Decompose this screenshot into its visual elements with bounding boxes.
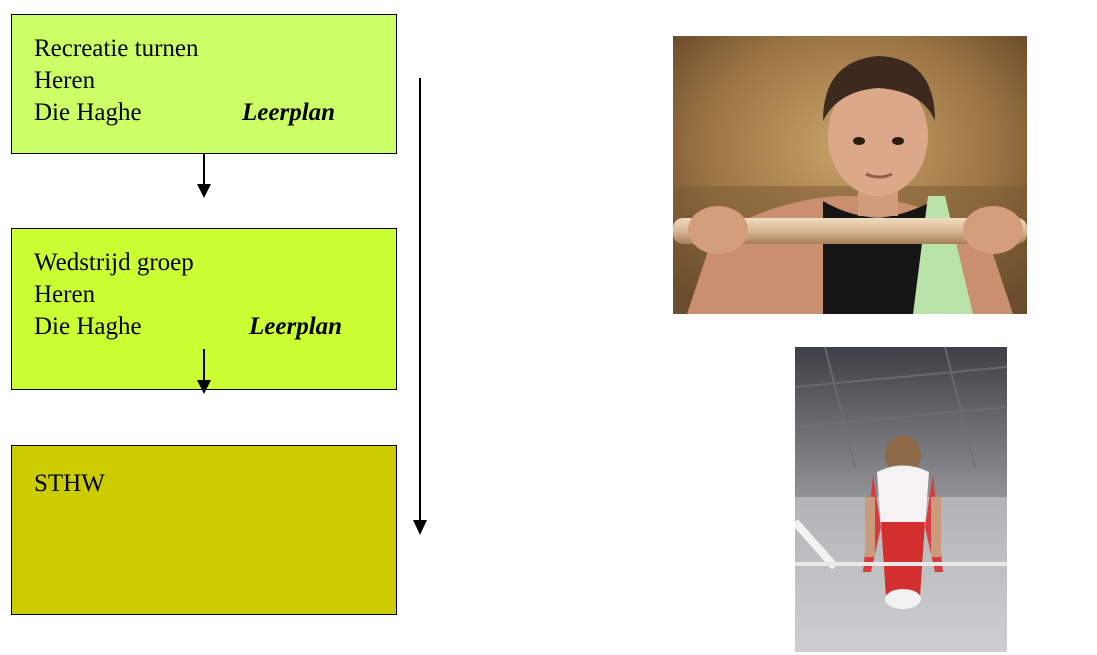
box2-line1: Wedstrijd groep [34,249,194,276]
box1-leerplan-label: Leerplan [242,99,336,126]
box1-line3: Die Haghe [34,99,142,126]
box3-line1: STHW [34,470,105,497]
arrow-box2-inner-down [197,349,211,394]
box2-leerplan-label: Leerplan [249,313,343,340]
box2-line3: Die Haghe [34,313,142,340]
box2-line2: Heren [34,281,96,308]
box-recreatie-turnen: Recreatie turnen Heren Die Haghe Leerpla… [11,14,397,154]
box-sthw: STHW [11,445,397,615]
box1-line1: Recreatie turnen [34,35,199,62]
gymnast-highbar-photo [795,347,1007,652]
gymnast-bar-photo [673,36,1027,314]
long-arrow-right [413,78,427,535]
box1-line2: Heren [34,67,96,94]
arrow-box1-to-box2 [197,153,211,198]
